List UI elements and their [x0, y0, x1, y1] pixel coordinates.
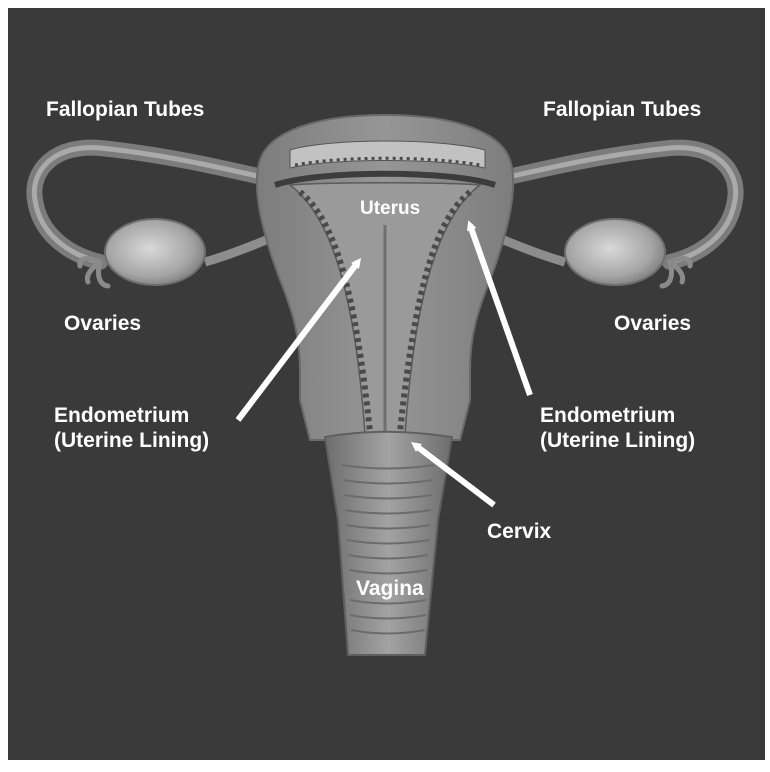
label-vagina: Vagina	[356, 576, 424, 601]
label-endometrium-right-line2: (Uterine Lining)	[540, 428, 695, 453]
label-fallopian-tubes-left: Fallopian Tubes	[46, 97, 204, 122]
label-uterus: Uterus	[360, 196, 420, 221]
label-endometrium-right: Endometrium (Uterine Lining)	[540, 403, 695, 453]
label-endometrium-right-line1: Endometrium	[540, 403, 695, 428]
label-cervix: Cervix	[487, 519, 551, 544]
ovary-left	[105, 219, 205, 285]
label-endometrium-left-line2: (Uterine Lining)	[54, 428, 209, 453]
label-endometrium-left-line1: Endometrium	[54, 403, 209, 428]
label-endometrium-left: Endometrium (Uterine Lining)	[54, 403, 209, 453]
ovary-right	[565, 219, 665, 285]
label-fallopian-tubes-right: Fallopian Tubes	[543, 97, 701, 122]
label-ovaries-right: Ovaries	[614, 311, 691, 336]
label-ovaries-left: Ovaries	[64, 311, 141, 336]
